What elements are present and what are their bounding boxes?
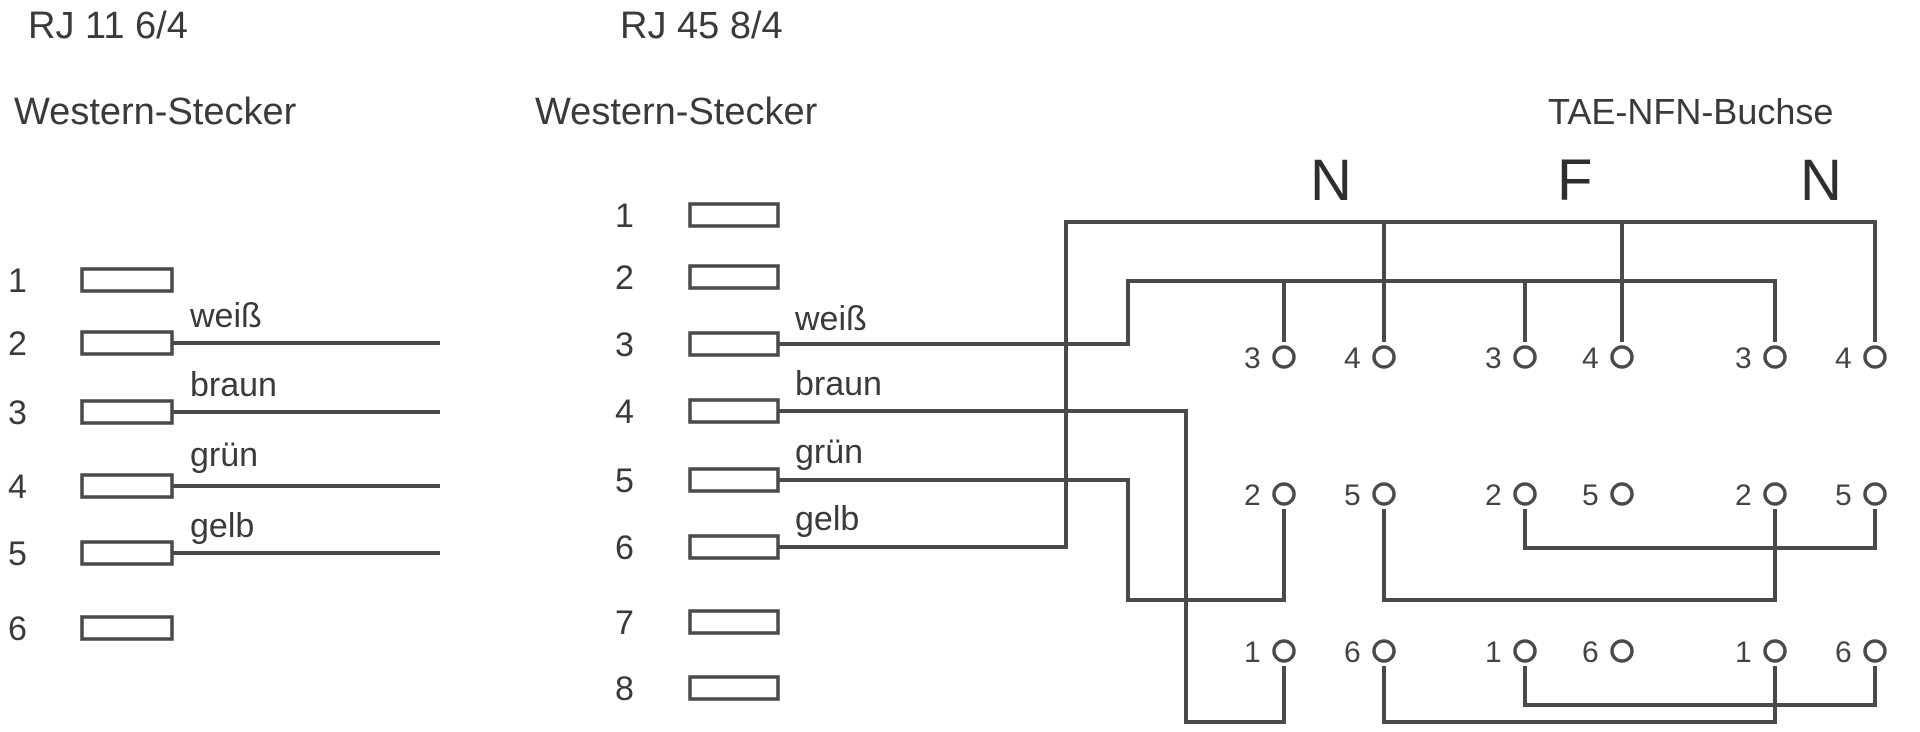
tae-contact-number: 3 (1485, 342, 1502, 375)
tae-contact-terminal (1763, 639, 1787, 663)
tae-contact-terminal (1863, 345, 1887, 369)
rj11-subtitle: Western-Stecker (14, 91, 297, 133)
bridge-f-pin2-to-n2-pin5 (1523, 509, 1877, 550)
rj11-section: RJ 11 6/4 Western-Stecker 1 2 3 4 5 6 weiß br… (8, 5, 440, 648)
bridge-n-pin6-to-n2-pin1 (1382, 666, 1777, 724)
rj45-pin-contact (688, 264, 780, 290)
rj45-pin-contact (688, 331, 780, 357)
tae-contact-number: 4 (1582, 342, 1599, 375)
rj45-title: RJ 45 8/4 (620, 5, 783, 47)
rj45-pin-number: 2 (615, 259, 634, 297)
rj45-pin-number: 3 (615, 326, 634, 364)
rj45-pin-number: 1 (615, 197, 634, 235)
rj45-pin-number: 7 (615, 604, 634, 642)
tae-contact-number: 4 (1344, 342, 1361, 375)
tae-contact-terminal (1513, 639, 1537, 663)
rj45-pin-number: 8 (615, 670, 634, 708)
tae-socket-n-right-label: N (1800, 148, 1842, 213)
rj45-pin-contact (688, 675, 780, 701)
rj11-pin-contact (80, 615, 174, 641)
rj11-pin-number: 1 (8, 262, 27, 300)
tae-contact-number: 5 (1582, 479, 1599, 512)
tae-contact-terminal (1763, 482, 1787, 506)
rj45-subtitle: Western-Stecker (535, 91, 818, 133)
tae-contact-terminal (1513, 345, 1537, 369)
bridge-n-pin5-to-n2-pin2 (1382, 509, 1777, 602)
rj11-pin-contact (80, 473, 174, 499)
tae-contact-number: 3 (1244, 342, 1261, 375)
rj45-label-gelb: gelb (795, 500, 859, 538)
tae-contact-number: 2 (1735, 479, 1752, 512)
rj11-pin-number: 4 (8, 468, 27, 506)
rj11-label-weiss: weiß (189, 297, 262, 335)
rj11-pin-number: 3 (8, 394, 27, 432)
tae-contact-terminal (1272, 345, 1296, 369)
tae-contact-terminal (1372, 482, 1396, 506)
tae-contact-terminal (1372, 345, 1396, 369)
wire-weiss-to-pin3 (778, 279, 1777, 346)
tae-contact-number: 5 (1835, 479, 1852, 512)
tae-contact-number: 3 (1735, 342, 1752, 375)
tae-contact-number: 1 (1485, 636, 1502, 669)
tae-contact-number: 6 (1835, 636, 1852, 669)
rj11-label-gruen: grün (190, 436, 258, 474)
bridge-f-pin1-to-n2-pin6 (1523, 666, 1877, 707)
tae-contact-terminal (1763, 345, 1787, 369)
rj11-pin-number: 5 (8, 535, 27, 573)
tae-contact-terminal (1610, 639, 1634, 663)
rj45-label-braun: braun (795, 365, 882, 403)
tae-contact-terminal (1863, 639, 1887, 663)
tae-contact-number: 6 (1582, 636, 1599, 669)
rj45-pin-list: 1 2 3 4 5 6 7 8 (615, 197, 780, 708)
rj45-pin-number: 5 (615, 462, 634, 500)
wire-braun-to-n-pin1 (778, 409, 1286, 724)
tae-contact-number: 6 (1344, 636, 1361, 669)
tae-contact-terminal (1372, 639, 1396, 663)
rj45-pin-contact (688, 609, 780, 635)
rj11-label-braun: braun (190, 366, 277, 404)
tae-contact-number: 4 (1835, 342, 1852, 375)
tae-contact-number: 2 (1244, 479, 1261, 512)
rj45-pin-contact (688, 534, 780, 560)
tae-contact-number: 5 (1344, 479, 1361, 512)
tae-socket-f-label: F (1557, 148, 1592, 213)
rj11-pin-number: 2 (8, 325, 27, 363)
tae-contact-number: 1 (1244, 636, 1261, 669)
tae-contact-terminal (1272, 639, 1296, 663)
rj45-pin-contact (688, 398, 780, 424)
rj45-label-gruen: grün (795, 433, 863, 471)
rj11-pin-contact (80, 330, 174, 356)
rj11-pin-contact (80, 540, 174, 566)
rj45-pin-number: 6 (615, 529, 634, 567)
rj45-pin-contact (688, 202, 780, 228)
tae-section: TAE-NFN-Buchse N F N 3 4 2 5 1 6 3 4 2 5 1 6 3 4 2 5 1 6 (1244, 91, 1887, 669)
rj45-pin-number: 4 (615, 393, 634, 431)
rj11-pin-number: 6 (8, 610, 27, 648)
tae-contact-terminal (1272, 482, 1296, 506)
tae-contact-terminal (1863, 482, 1887, 506)
wire-gelb-to-pin4 (778, 220, 1877, 549)
rj11-pin-list: 1 2 3 4 5 6 (8, 262, 174, 648)
tae-socket-n-left-label: N (1310, 148, 1352, 213)
tae-contact-terminal (1610, 345, 1634, 369)
tae-contact-terminal (1513, 482, 1537, 506)
rj11-pin-contact (80, 267, 174, 293)
tae-contact-terminal (1610, 482, 1634, 506)
rj45-label-weiss: weiß (794, 300, 867, 338)
tae-contact-number: 2 (1485, 479, 1502, 512)
rj11-label-gelb: gelb (190, 507, 254, 545)
tae-contact-number: 1 (1735, 636, 1752, 669)
rj11-pin-contact (80, 399, 174, 425)
wire-gruen-to-n-pin2 (778, 478, 1286, 602)
rj11-title: RJ 11 6/4 (28, 5, 188, 47)
tae-wiring (778, 220, 1877, 724)
tae-contacts: 3 4 2 5 1 6 3 4 2 5 1 6 3 4 2 5 1 6 (1244, 342, 1887, 669)
rj45-pin-contact (688, 467, 780, 493)
tae-title: TAE-NFN-Buchse (1548, 91, 1833, 132)
